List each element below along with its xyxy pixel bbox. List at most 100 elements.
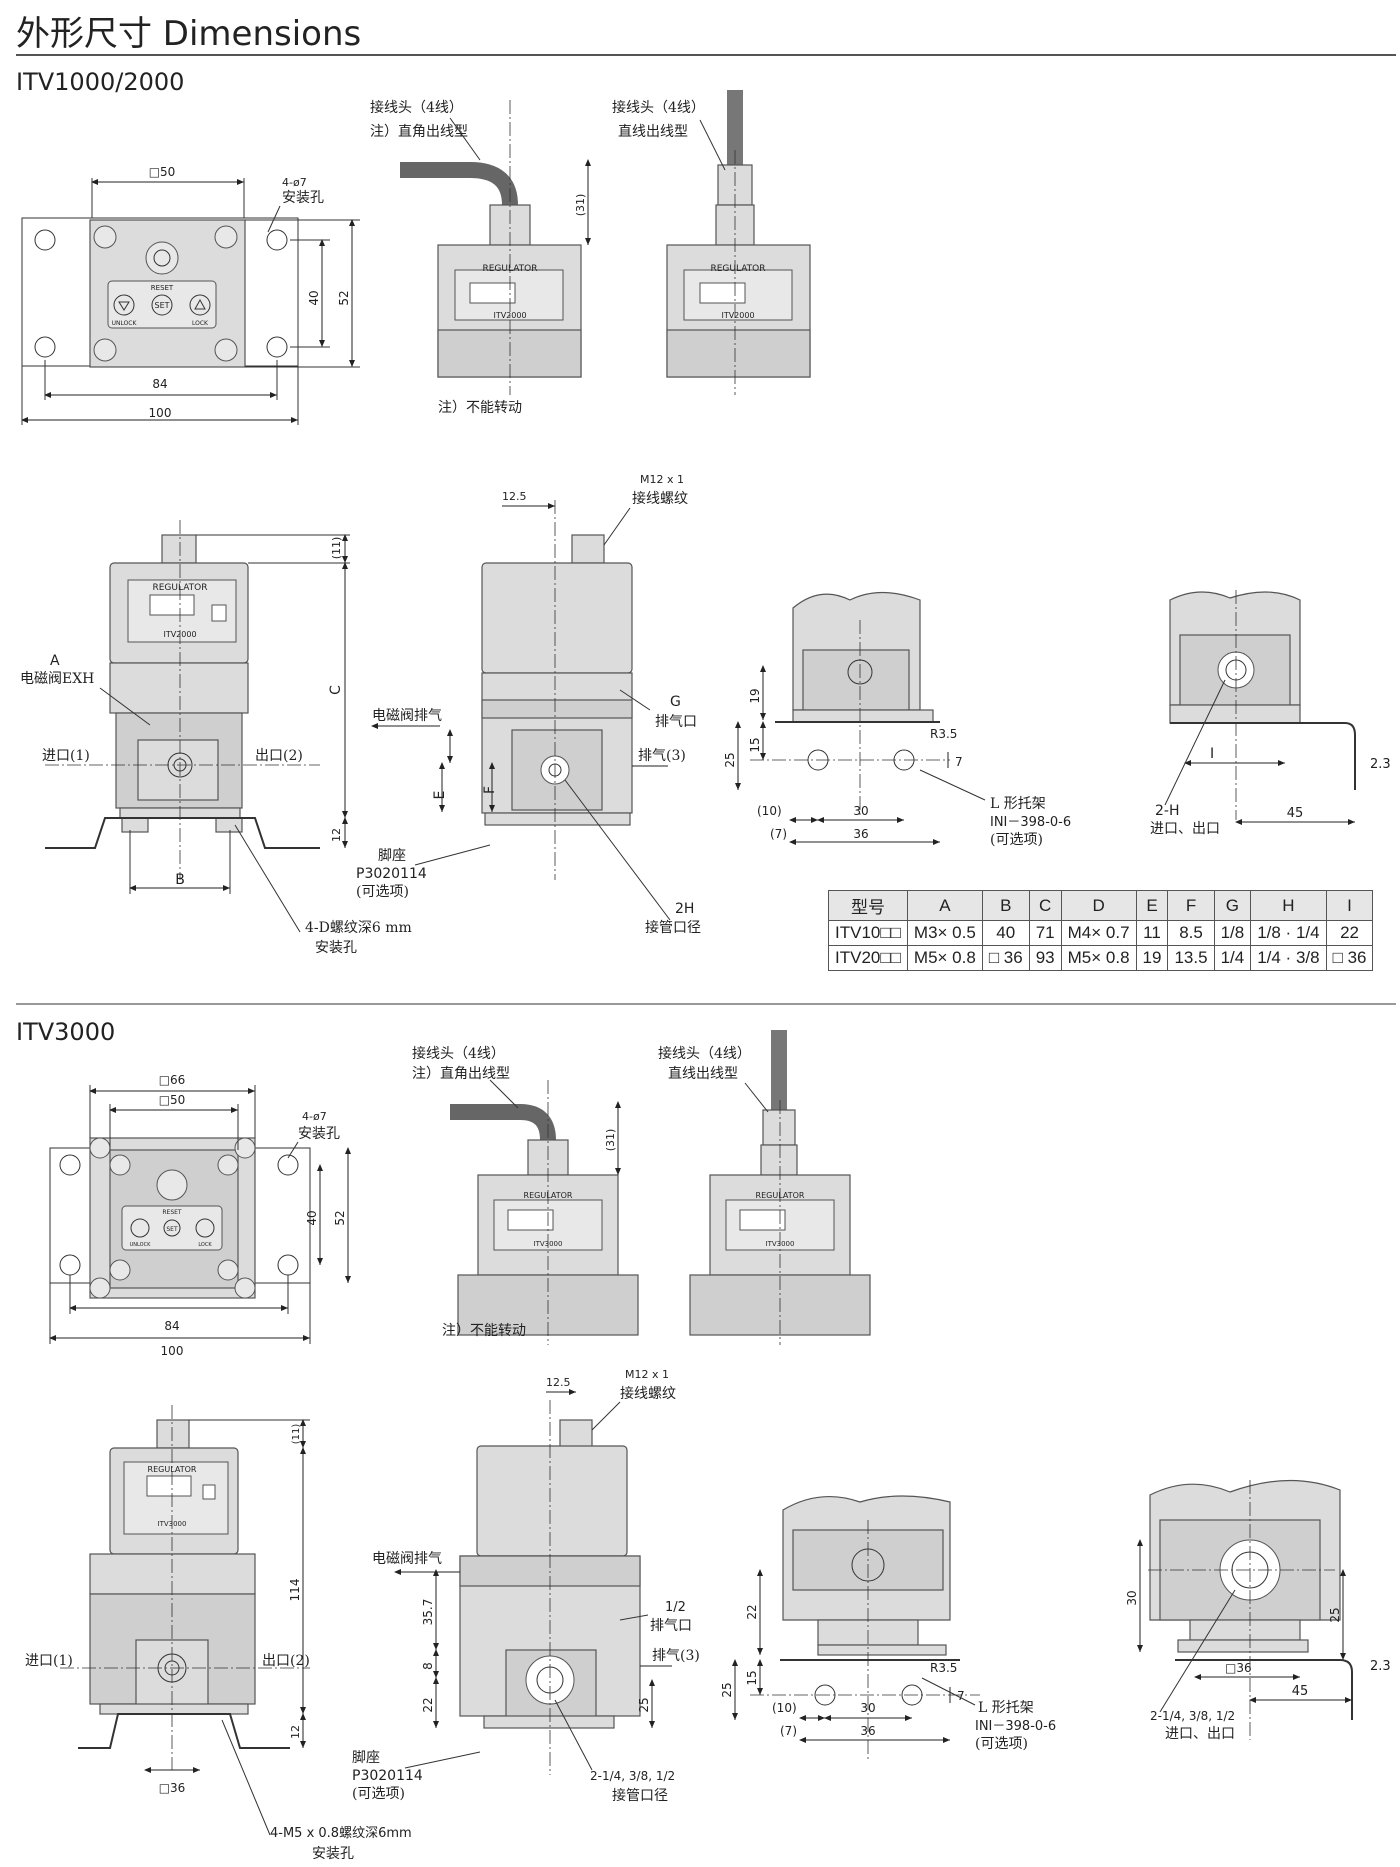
bracket-optional: (可选项) (975, 1736, 1028, 1752)
bracket-model: INI－398-0-6 (975, 1719, 1056, 1734)
cell: □ 36 (1325, 945, 1374, 971)
dim-c: C (328, 685, 344, 695)
cell: □ 36 (981, 945, 1030, 971)
ports-spec: 2-1/4, 3/8, 1/2 (1150, 1709, 1235, 1723)
holes-spec: 4-ø7 (302, 1110, 327, 1123)
port-2h-label: 2-H (1155, 803, 1180, 819)
dim-100: 100 (149, 406, 172, 420)
cell: 40 (981, 920, 1030, 946)
dim-45: 45 (1287, 806, 1304, 821)
thread-spec: M12 x 1 (625, 1368, 669, 1381)
col-f: F (1167, 890, 1215, 921)
dim-12: 12 (289, 1725, 302, 1739)
connector-label: 接线头（4线） (412, 1045, 505, 1062)
itv12-bracket-side-view: I 2.3 2-H 进口、出口 45 (1150, 590, 1391, 837)
dim-25: 25 (723, 752, 737, 767)
inlet-label: 进口(1) (42, 748, 90, 764)
holes-label: 安装孔 (298, 1126, 340, 1142)
dim-22: 22 (745, 1604, 759, 1619)
pipe-size-label: 接管口径 (645, 919, 701, 936)
solenoid-exhaust-label: 电磁阀排气 (372, 708, 442, 724)
dim-7: 7 (955, 755, 963, 769)
pipe-size-label: 接管口径 (612, 1787, 668, 1804)
exhaust-size: 1/2 (665, 1600, 686, 1615)
straight-type-label: 直线出线型 (668, 1065, 738, 1082)
bracket-optional: (可选项) (990, 832, 1043, 848)
col-c: C (1028, 890, 1062, 921)
reset-label: RESET (162, 1209, 182, 1216)
pipe-size-spec: 2-1/4, 3/8, 1/2 (590, 1769, 675, 1783)
col-i: I (1325, 890, 1374, 921)
dim-22: 22 (421, 1697, 435, 1712)
cell: M4× 0.7 (1060, 920, 1137, 946)
cell: M5× 0.8 (1060, 945, 1137, 971)
dim-84: 84 (152, 377, 167, 391)
regulator-label: REGULATOR (148, 1465, 197, 1474)
dim-11: (11) (291, 1424, 302, 1445)
cell: ITV10□□ (828, 920, 908, 946)
table-row: ITV20□□ M5× 0.8 □ 36 93 M5× 0.8 19 13.5 … (828, 945, 1374, 971)
dim-sq50: □50 (149, 165, 176, 179)
itv3-bracket-view: 22 15 25 R3.5 7 (10) 30 (7) 36 L 形托架 INI… (720, 1495, 1056, 1760)
dim-10: (10) (772, 1701, 797, 1715)
foot-optional: (可选项) (356, 884, 409, 900)
col-g: G (1213, 890, 1252, 921)
lock-label: LOCK (192, 320, 209, 327)
itv3-straight-connector-view: REGULATOR ITV3000 接线头（4线） 直线出线型 (658, 1030, 871, 1345)
dim-31: (31) (604, 1129, 617, 1152)
dim-52: 52 (337, 290, 351, 305)
itv3-bracket-side-view: 30 25 □36 2.3 45 2-1/4, 3/8, 1/2 进口、出口 (1125, 1479, 1391, 1742)
cell: M5× 0.8 (906, 945, 983, 971)
dimensions-table: 型号 A B C D E F G H I ITV10□□ M3× 0.5 40 … (828, 890, 1374, 971)
cell: 11 (1135, 920, 1169, 946)
cell: 93 (1028, 945, 1062, 971)
dim-sq36: □36 (159, 1781, 186, 1795)
itv3-side-view: REGULATOR ITV3000 进口(1) 出口(2) (11) 114 1… (25, 1405, 412, 1862)
dim-45: 45 (1292, 1684, 1309, 1699)
dim-31: (31) (574, 194, 587, 217)
dim-2-3: 2.3 (1370, 1659, 1391, 1674)
itv3-angle-connector-view: REGULATOR ITV3000 接线头（4线） 注）直角出线型 (31) 注… (412, 1045, 639, 1345)
foot-label: 脚座 (378, 848, 406, 864)
itv12-bracket-view: 19 15 25 R3.5 7 (10) 30 (7) 36 L 形托架 INI… (723, 591, 1071, 848)
dim-25: 25 (720, 1682, 734, 1697)
dim-25: 25 (637, 1697, 651, 1712)
dim-15: 15 (745, 1670, 759, 1685)
bracket-label: L 形托架 (990, 796, 1046, 812)
set-label: SET (166, 1226, 178, 1233)
dim-100: 100 (161, 1344, 184, 1358)
cell: M3× 0.5 (906, 920, 983, 946)
section-title-itv3000: ITV3000 (16, 1018, 116, 1046)
dim-12-5: 12.5 (546, 1376, 571, 1389)
port-h-label: 2H (675, 901, 694, 917)
col-model: 型号 (828, 890, 908, 921)
foot-label: 脚座 (352, 1750, 380, 1766)
outlet-label: 出口(2) (262, 1653, 310, 1669)
outlet-label: 出口(2) (255, 748, 303, 764)
table-row: ITV10□□ M3× 0.5 40 71 M4× 0.7 11 8.5 1/8… (828, 920, 1374, 946)
dim-19: 19 (748, 688, 762, 703)
exhaust-port-label: 排气口 (650, 1618, 692, 1634)
thread-spec: M12 x 1 (640, 473, 684, 486)
thread-label: 接线螺纹 (632, 490, 688, 507)
dim-11: (11) (330, 537, 343, 560)
screw-spec: 4-M5 x 0.8螺纹深6mm (270, 1826, 412, 1841)
connector-label: 接线头（4线） (658, 1045, 751, 1062)
itv3-right-side-view: 12.5 M12 x 1 接线螺纹 电磁阀排气 1/2 排气口 排气(3) 35… (352, 1368, 700, 1804)
cell: ITV20□□ (828, 945, 908, 971)
dim-35-7: 35.7 (421, 1599, 435, 1626)
regulator-label: REGULATOR (710, 264, 765, 274)
radius-label: R3.5 (930, 1661, 957, 1675)
angle-type-label: 注）直角出线型 (370, 123, 468, 140)
holes-label: 安装孔 (282, 190, 324, 206)
reset-label: RESET (151, 284, 174, 292)
itv12-angle-connector-view: REGULATOR ITV2000 接线头（4线） 注）直角出线型 (31) 注… (370, 99, 591, 416)
dim-84: 84 (164, 1319, 179, 1333)
title-rule (16, 54, 1396, 56)
foot-optional: (可选项) (352, 1786, 405, 1802)
cell: 22 (1325, 920, 1374, 946)
itv12-straight-connector-view: REGULATOR ITV2000 接线头（4线） 直线出线型 (612, 90, 811, 395)
col-h: H (1250, 890, 1327, 921)
page-title: 外形尺寸 Dimensions (16, 14, 362, 54)
